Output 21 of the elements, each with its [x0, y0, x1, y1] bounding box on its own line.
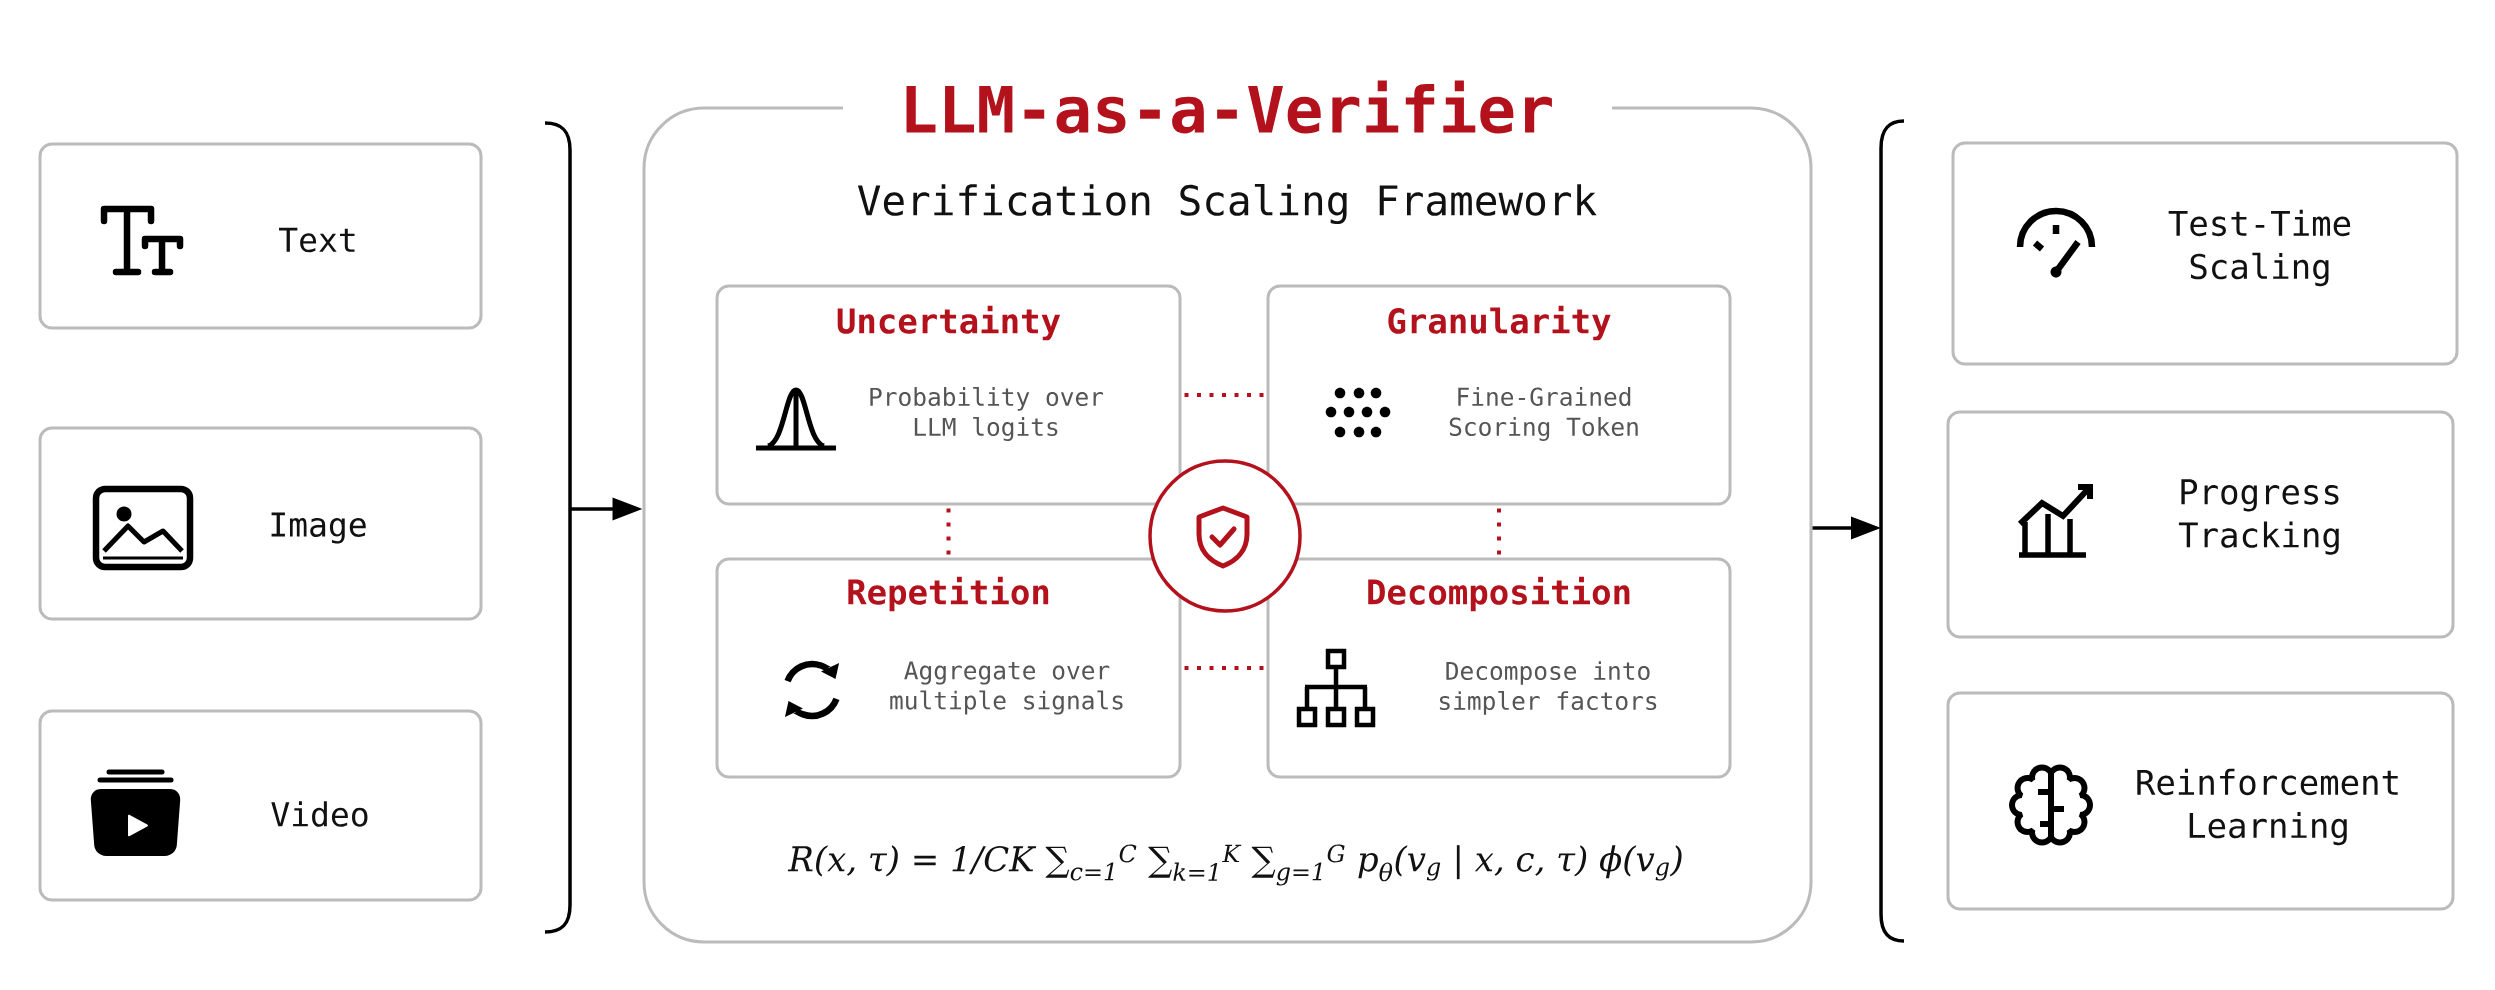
output-box: Reinforcement Learning: [1946, 691, 2455, 911]
card-description: Probability over LLM logits: [870, 387, 1104, 441]
card-description: Fine-Grained Scoring Token: [1449, 387, 1638, 441]
input-box: Text: [38, 142, 483, 330]
input-box: Video: [38, 709, 483, 902]
formula: R(x, τ) = 1/CK ∑$_{c=1}$$^{C}$ ∑$_{k=1}$$^{K}$ ∑$_{g=1}$$^{G}$ p$_{θ}$(v$_{g}$ | x, c, τ) ϕ(v$_{g}$): [787, 844, 1682, 886]
panel-title: LLM-as-a-Verifier: [906, 80, 1552, 134]
input-box: Image: [38, 426, 483, 621]
card-title: Granularity: [1388, 305, 1611, 341]
panel-subtitle: Verification Scaling Framework: [857, 183, 1597, 225]
output-box: Progress Tracking: [1946, 410, 2455, 639]
card-description: Decompose into simpler factors: [1439, 661, 1657, 715]
card-description: Aggregate over multiple signals: [890, 661, 1123, 715]
dotted-line: [946, 508, 951, 555]
dotted-line: [1184, 666, 1264, 670]
dotted-line: [1184, 393, 1264, 397]
card-title: Uncertainty: [837, 305, 1061, 341]
output-box: Test-Time Scaling: [1951, 141, 2459, 366]
card-title: Decomposition: [1368, 576, 1630, 612]
card-title: Repetition: [848, 576, 1049, 612]
dotted-line: [1497, 508, 1501, 555]
